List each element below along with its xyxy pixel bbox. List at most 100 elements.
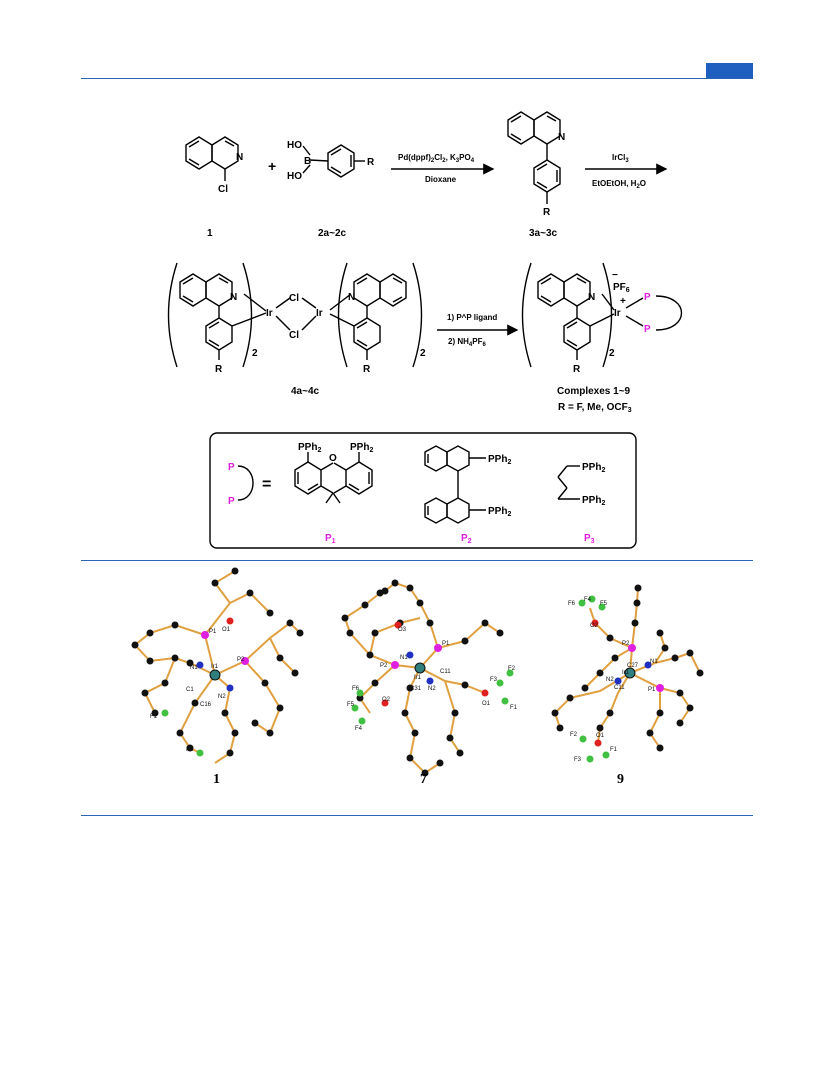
plus-sign: + — [268, 158, 276, 174]
atom-label: C1 — [186, 687, 194, 693]
ligand-p1-structure — [294, 452, 373, 504]
atom-label: N2 — [218, 694, 226, 700]
pph2-group: PPh2 — [582, 462, 605, 474]
header-rule — [81, 78, 753, 79]
atom-ho: HO — [287, 171, 302, 182]
ligand-p3-structure — [557, 465, 580, 500]
atom-label: Ir1 — [622, 670, 630, 676]
atom-label: O1 — [596, 733, 605, 739]
atom-label: N2 — [428, 686, 436, 692]
arrow-3-step-1: 1) P^P ligand — [447, 313, 497, 322]
atom-label: O1 — [222, 627, 231, 633]
atom-p: P — [228, 496, 235, 507]
atom-n: N — [588, 292, 595, 303]
atom-n: N — [236, 152, 243, 163]
atom-label: F2 — [186, 747, 194, 753]
subscript-2: 2 — [420, 348, 426, 359]
atom-r: R — [215, 364, 223, 375]
atom-p: P — [228, 462, 235, 473]
footer-rule — [81, 815, 753, 816]
atom-label: C31 — [410, 686, 422, 692]
atom-label: F3 — [490, 677, 498, 683]
ligand-p2-label: P2 — [461, 533, 472, 545]
atom-label: F2 — [508, 666, 516, 672]
atom-label: Ir1 — [414, 675, 422, 681]
atom-label: C11 — [614, 685, 625, 691]
atom-r: R — [543, 207, 551, 218]
atom-label: P1 — [648, 687, 656, 693]
atom-r: R — [573, 364, 581, 375]
header-accent-tab — [706, 63, 753, 78]
atom-ir: Ir — [614, 308, 621, 319]
atom-ho: HO — [287, 140, 302, 151]
atom-ir: Ir — [316, 308, 323, 319]
counterion: PF6 — [613, 282, 630, 294]
atom-label: C11 — [440, 669, 451, 675]
atom-label: F1 — [510, 705, 518, 711]
atom-label: Ir1 — [211, 664, 219, 670]
structure-label: 7 — [420, 772, 427, 787]
atom-label: F5 — [600, 601, 608, 607]
atom-label: O2 — [590, 623, 599, 629]
compound-1-structure — [185, 136, 239, 181]
ligand-p3-label: P3 — [584, 533, 595, 545]
atom-r: R — [367, 157, 375, 168]
scheme-divider-rule — [81, 560, 753, 561]
atom-label: N1 — [400, 655, 408, 661]
atom-label: O3 — [398, 627, 407, 633]
arrow-2-solvent: EtOEtOH, H2O — [592, 179, 646, 190]
atom-label: F1 — [610, 747, 618, 753]
atom-label: F1 — [150, 714, 158, 720]
arrow-1-reagents: Pd(dppf)2Cl2, K3PO4 — [398, 153, 475, 164]
ligand-p1-label: P1 — [325, 533, 336, 545]
crystal-structure-9: F6 F4 F5 O2 P2 N1 C27 Ir1 N2 C11 P1 F2 O… — [551, 584, 704, 787]
structure-label: 9 — [617, 772, 624, 787]
complexes-label: Complexes 1~9 — [557, 386, 631, 397]
compound-1-label: 1 — [207, 228, 213, 239]
atom-ir: Ir — [266, 308, 273, 319]
atom-label: C16 — [200, 702, 212, 708]
pph2-group: PPh2 — [350, 442, 373, 454]
compound-3-structure — [507, 111, 561, 204]
structure-label: 1 — [213, 772, 220, 787]
crystal-structures: P1 P2 O1 N1 Ir1 N2 C1 C16 F1 F2 1 — [131, 567, 704, 787]
subscript-2: 2 — [252, 348, 258, 359]
atom-label: N1 — [190, 665, 198, 671]
atom-b: B — [304, 156, 311, 167]
atom-p: P — [644, 324, 651, 335]
atom-cl: Cl — [218, 184, 228, 195]
atom-label: N1 — [650, 659, 658, 665]
subscript-2: 2 — [609, 348, 615, 359]
atom-r: R — [363, 364, 371, 375]
compound-3-label: 3a~3c — [529, 228, 558, 239]
compound-2-structure — [302, 144, 365, 178]
pph2-group: PPh2 — [488, 506, 511, 518]
atom-label: F6 — [568, 601, 576, 607]
atom-cl: Cl — [289, 330, 299, 341]
atom-label: P2 — [622, 641, 630, 647]
atom-label: P2 — [380, 663, 388, 669]
ligand-p2-structure — [424, 445, 486, 524]
charge-minus: − — [612, 270, 618, 281]
dimer-structure — [179, 273, 407, 360]
atom-label: F2 — [570, 732, 578, 738]
atom-label: F4 — [584, 597, 592, 603]
arrow-1-solvent: Dioxane — [425, 175, 457, 184]
atom-n: N — [558, 132, 565, 143]
atom-n: N — [348, 292, 355, 303]
pph2-group: PPh2 — [582, 495, 605, 507]
crystal-structure-7: O3 P1 P2 N1 Ir1 N2 C31 C11 F3 F2 F1 O1 F… — [341, 579, 518, 787]
atom-label: O2 — [382, 697, 391, 703]
atom-label: O1 — [482, 701, 491, 707]
atom-label: F4 — [355, 726, 363, 732]
compound-2-label: 2a~2c — [318, 228, 347, 239]
arrow-3-step-2: 2) NH4PF6 — [448, 337, 486, 348]
atom-n: N — [230, 292, 237, 303]
atom-label: P1 — [442, 641, 450, 647]
pph2-group: PPh2 — [298, 442, 321, 454]
complex-structure — [537, 273, 682, 360]
synthesis-scheme: N Cl 1 + HO B HO R 2a~2c Pd(dppf)2Cl2, K… — [167, 111, 682, 549]
atom-label: P2 — [237, 657, 245, 663]
ligand-legend-box — [209, 432, 637, 549]
charge-plus: + — [620, 296, 626, 307]
